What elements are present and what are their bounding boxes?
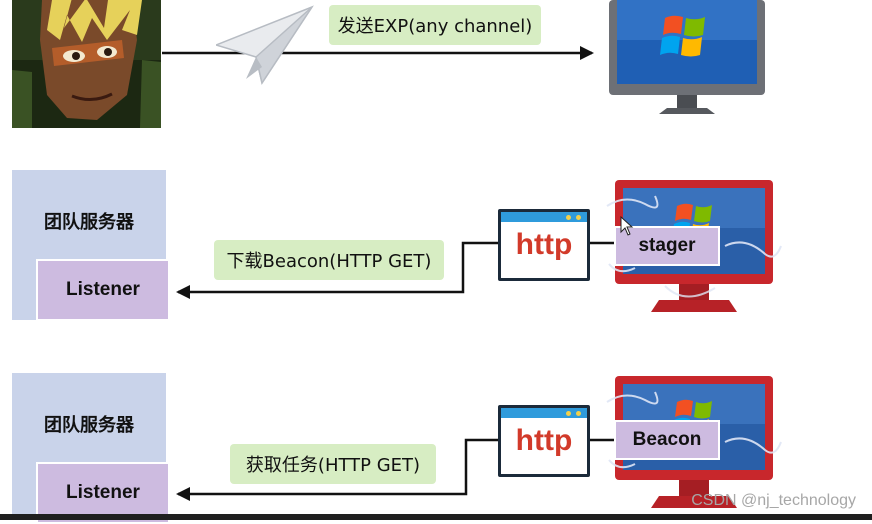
windows-monitor-icon	[609, 0, 765, 114]
taskbar-strip	[0, 514, 872, 520]
http-text: http	[515, 228, 573, 261]
get-task-label: 获取任务(HTTP GET)	[230, 444, 436, 484]
http-window: http	[498, 209, 590, 281]
listener-box: Listener	[36, 462, 170, 524]
http-window-titlebar	[501, 212, 587, 222]
paper-plane-icon	[216, 5, 314, 85]
http-window-titlebar	[501, 408, 587, 418]
listener-box: Listener	[36, 259, 170, 321]
send-exp-label: 发送EXP(any channel)	[329, 5, 541, 45]
mouse-cursor-icon	[620, 216, 634, 236]
hacker-avatar	[12, 0, 161, 128]
window-dot-icon	[566, 411, 571, 416]
beacon-tag: Beacon	[614, 420, 720, 460]
team-server-title: 团队服务器	[44, 415, 134, 436]
team-server-title: 团队服务器	[44, 212, 134, 233]
http-text: http	[515, 424, 573, 457]
get-task-arrow	[176, 438, 498, 501]
stager-tag: stager	[614, 226, 720, 266]
download-beacon-arrow	[176, 241, 498, 299]
window-dot-icon	[576, 411, 581, 416]
download-beacon-label: 下载Beacon(HTTP GET)	[214, 240, 444, 280]
http-window: http	[498, 405, 590, 477]
window-dot-icon	[576, 215, 581, 220]
csdn-watermark: CSDN @nj_technology	[691, 492, 856, 509]
window-dot-icon	[566, 215, 571, 220]
